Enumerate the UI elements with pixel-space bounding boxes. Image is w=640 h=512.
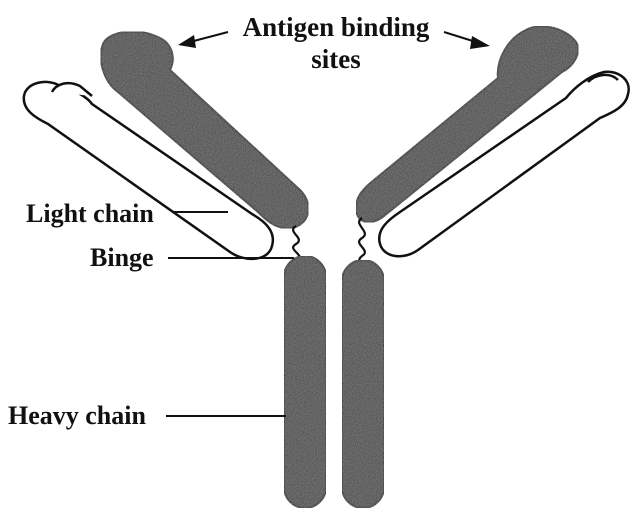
hinge-label: Binge [90,243,154,272]
heavy-chain-label: Heavy chain [8,401,146,430]
antigen-binding-label-line2: sites [311,44,361,74]
arrow-left-head [178,35,196,48]
arrow-right-head [470,36,490,49]
right-heavy-chain-stem [342,260,384,508]
antigen-binding-label-line1: Antigen binding [243,12,430,42]
light-chain-label: Light chain [26,199,154,228]
arrow-right-line [444,32,476,42]
left-heavy-chain-stem [284,256,326,508]
arrow-left-line [190,32,228,42]
antigen-binding-label-group: Antigen binding sites [178,12,490,74]
